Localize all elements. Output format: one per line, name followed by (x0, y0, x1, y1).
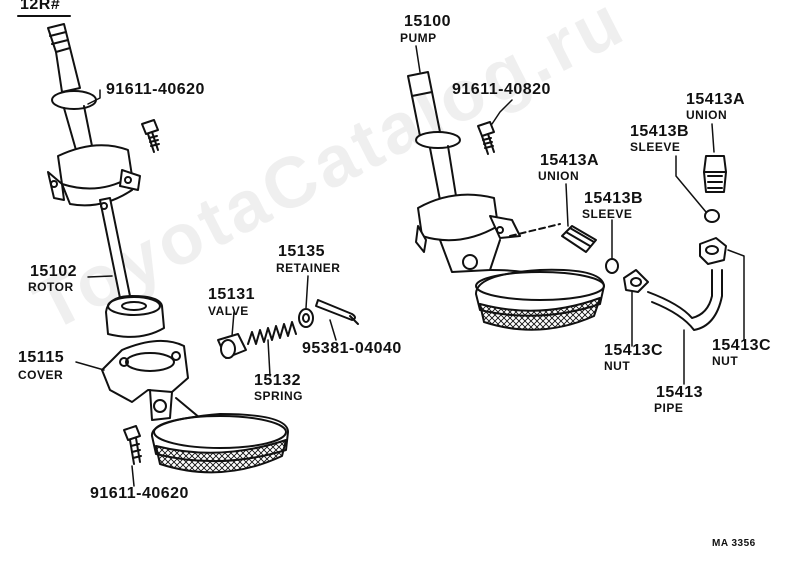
left-shaft-top (47, 23, 97, 151)
right-union-mid (561, 225, 597, 253)
leader-cotter (329, 319, 337, 341)
left-pump-body (47, 144, 141, 207)
drawing-reference: MA 3356 (712, 538, 756, 549)
left-strainer (151, 397, 289, 474)
bolt-top-left-number: 91611-40620 (106, 81, 205, 98)
leader-retainer (305, 275, 309, 309)
right-nut-left (623, 269, 649, 293)
right-bolt (477, 121, 495, 155)
left-cotter-pin (315, 299, 359, 325)
sleeve-mid-name: SLEEVE (582, 207, 633, 221)
valve-number: 15131 (208, 286, 255, 303)
left-rotor (99, 197, 165, 338)
cover-name: COVER (18, 368, 64, 382)
leader-nut-right (727, 249, 745, 341)
nut-left-name: NUT (604, 359, 631, 373)
leader-bolt-bottom (131, 465, 135, 487)
right-nut-right (699, 237, 727, 265)
retainer-name: RETAINER (276, 261, 341, 275)
leader-cover (75, 361, 105, 371)
leader-sleeve-top (675, 155, 707, 213)
right-sleeve-top (704, 209, 720, 223)
valve-name: VALVE (208, 304, 249, 318)
cotter-pin-number: 95381-04040 (302, 340, 402, 357)
left-spring (247, 321, 297, 345)
nut-right-name: NUT (712, 354, 739, 368)
left-retainer (298, 308, 314, 328)
spring-name: SPRING (254, 389, 304, 403)
right-sleeve-mid (605, 258, 619, 274)
rotor-number: 15102 (30, 263, 77, 280)
leader-rotor (87, 275, 113, 278)
left-valve (217, 333, 247, 359)
leader-bolt-top-left (87, 89, 101, 105)
pump-name: PUMP (400, 31, 437, 45)
leader-pump (415, 45, 421, 73)
sleeve-top-number: 15413B (630, 123, 690, 140)
bolt-bottom-number: 91611-40620 (90, 485, 189, 502)
sleeve-mid-number: 15413B (584, 190, 644, 207)
nut-right-number: 15413C (712, 337, 772, 354)
retainer-number: 15135 (278, 243, 325, 260)
left-bolt-top (141, 119, 160, 153)
model-label: 12R# (20, 0, 61, 13)
sleeve-top-name: SLEEVE (630, 140, 681, 154)
leader-union-top (711, 123, 715, 153)
rotor-name: ROTOR (28, 280, 74, 294)
union-mid-number: 15413A (540, 152, 600, 169)
union-mid-name: UNION (538, 169, 580, 183)
leader-bolt-right (491, 99, 513, 125)
bolt-right-number: 91611-40820 (452, 81, 551, 98)
left-cover (101, 339, 189, 421)
right-strainer (475, 268, 605, 331)
leader-valve (231, 311, 235, 337)
right-pump-body (415, 193, 561, 273)
union-top-number: 15413A (686, 91, 746, 108)
right-pipe (647, 269, 723, 331)
pipe-name: PIPE (654, 401, 684, 415)
union-top-name: UNION (686, 108, 728, 122)
left-bolt-bottom (123, 425, 142, 465)
spring-number: 15132 (254, 372, 301, 389)
pipe-number: 15413 (656, 384, 703, 401)
nut-left-number: 15413C (604, 342, 664, 359)
leader-spring (267, 339, 271, 377)
pump-number: 15100 (404, 13, 451, 30)
leader-union-mid (565, 183, 569, 227)
right-union-top (703, 155, 727, 193)
cover-number: 15115 (18, 349, 65, 366)
